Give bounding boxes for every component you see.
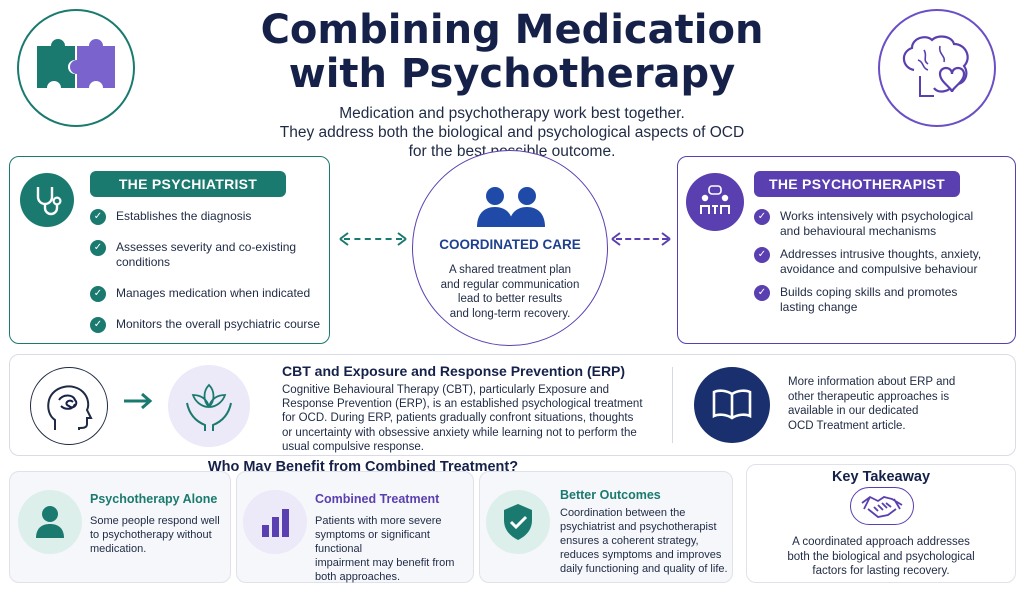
check-icon: ✓ xyxy=(90,240,106,256)
benefit-card-combined-treatment: Combined Treatment Patients with more se… xyxy=(236,471,474,583)
page-subtitle: Medication and psychotherapy work best t… xyxy=(279,105,745,160)
erp-info-link-text: More information about ERP and other the… xyxy=(788,376,956,432)
brain-heart-logo xyxy=(878,9,996,127)
benefit-card-better-outcomes: Better Outcomes Coordination between the… xyxy=(479,471,733,583)
people-icon xyxy=(477,187,545,227)
brain-heart-icon xyxy=(902,35,969,97)
list-item: ✓Manages medication when indicated xyxy=(90,286,325,302)
handshake-icon xyxy=(850,487,914,525)
stethoscope-icon xyxy=(20,173,74,227)
benefit-card-text: Patients with more severe symptoms or si… xyxy=(315,515,455,583)
open-book-icon xyxy=(694,367,770,443)
benefit-card-title: Combined Treatment xyxy=(315,492,440,506)
therapy-session-icon xyxy=(686,173,744,231)
coordinated-care-text: A shared treatment plan and regular comm… xyxy=(440,264,580,320)
double-arrow-teal-icon xyxy=(339,232,407,246)
bar-chart-icon xyxy=(243,490,307,554)
double-arrow-purple-icon xyxy=(611,232,671,246)
key-takeaway-title: Key Takeaway xyxy=(831,469,931,485)
psychiatrist-card: THE PSYCHIATRIST ✓Establishes the diagno… xyxy=(9,156,330,344)
key-takeaway-text: A coordinated approach addresses both th… xyxy=(787,536,975,577)
benefit-card-psychotherapy-alone: Psychotherapy Alone Some people respond … xyxy=(9,471,231,583)
psychiatrist-duties: ✓Establishes the diagnosis ✓Assesses sev… xyxy=(90,209,325,333)
psychiatrist-title: THE PSYCHIATRIST xyxy=(90,171,286,197)
puzzle-icon xyxy=(37,39,115,88)
page-title: Combining Medication with Psychotherapy xyxy=(260,7,764,97)
erp-title: CBT and Exposure and Response Prevention… xyxy=(282,363,626,379)
list-item: ✓Assesses severity and co-existing condi… xyxy=(90,240,325,270)
benefit-card-text: Some people respond well to psychotherap… xyxy=(90,515,220,555)
check-icon: ✓ xyxy=(754,209,770,225)
person-icon xyxy=(18,490,82,554)
check-icon: ✓ xyxy=(90,317,106,333)
list-item: ✓Addresses intrusive thoughts, anxiety,a… xyxy=(754,247,1006,277)
check-icon: ✓ xyxy=(90,286,106,302)
check-icon: ✓ xyxy=(754,247,770,263)
shield-check-icon xyxy=(486,490,550,554)
arrow-right-connector xyxy=(616,238,668,240)
list-item: ✓Establishes the diagnosis xyxy=(90,209,325,225)
divider xyxy=(672,367,673,443)
erp-description: Cognitive Behavioural Therapy (CBT), par… xyxy=(282,384,643,453)
coordinated-care-title: COORDINATED CARE xyxy=(439,237,581,252)
benefit-card-title: Psychotherapy Alone xyxy=(90,492,218,506)
erp-section: CBT and Exposure and Response Prevention… xyxy=(9,354,1016,456)
puzzle-logo xyxy=(17,9,135,127)
check-icon: ✓ xyxy=(90,209,106,225)
head-thoughts-icon xyxy=(30,367,108,445)
psychotherapist-card: THE PSYCHOTHERAPIST ✓Works intensively w… xyxy=(677,156,1016,344)
lotus-hands-icon xyxy=(168,365,250,447)
key-takeaway-card: Key Takeaway A coordinated approach addr… xyxy=(746,464,1016,583)
benefit-card-text: Coordination between the psychiatrist an… xyxy=(560,507,728,575)
arrow-left-connector xyxy=(344,238,402,240)
coordinated-care-circle: COORDINATED CARE A shared treatment plan… xyxy=(412,150,608,346)
check-icon: ✓ xyxy=(754,285,770,301)
list-item: ✓Monitors the overall psychiatric course xyxy=(90,317,325,333)
benefit-card-title: Better Outcomes xyxy=(560,488,661,502)
arrow-right-icon xyxy=(124,392,153,410)
psychotherapist-title: THE PSYCHOTHERAPIST xyxy=(754,171,960,197)
